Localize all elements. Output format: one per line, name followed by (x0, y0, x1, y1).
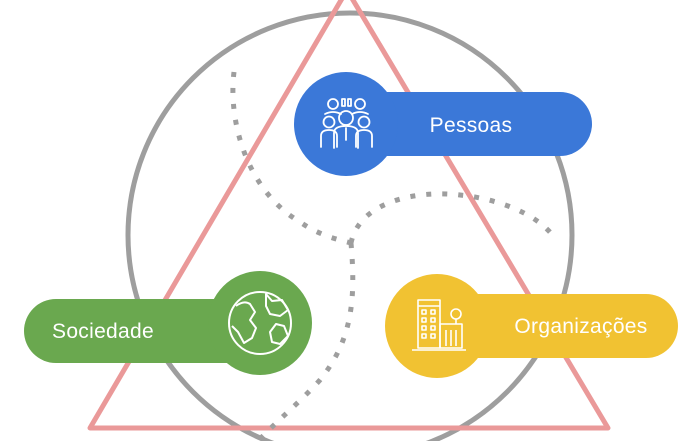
organizacoes-label: Organizações (514, 315, 647, 338)
dotted-divider-upper-left (230, 71, 352, 246)
node-organizacoes: Organizações (385, 274, 678, 378)
node-pessoas: Pessoas (294, 72, 592, 176)
node-sociedade: Sociedade (24, 271, 312, 375)
pessoas-label: Pessoas (430, 114, 513, 137)
buildings-icon (412, 299, 466, 351)
people-group-icon (320, 98, 373, 149)
dotted-dividers (230, 71, 559, 441)
outer-circle (125, 10, 575, 441)
dotted-divider-upper-right (348, 191, 559, 244)
globe-icon (228, 291, 292, 355)
organizacoes-icon-circle (385, 274, 489, 378)
sociedade-label: Sociedade (52, 320, 154, 343)
sociedade-icon-circle (208, 271, 312, 375)
pessoas-icon-circle (294, 72, 398, 176)
triangle (87, 0, 611, 431)
